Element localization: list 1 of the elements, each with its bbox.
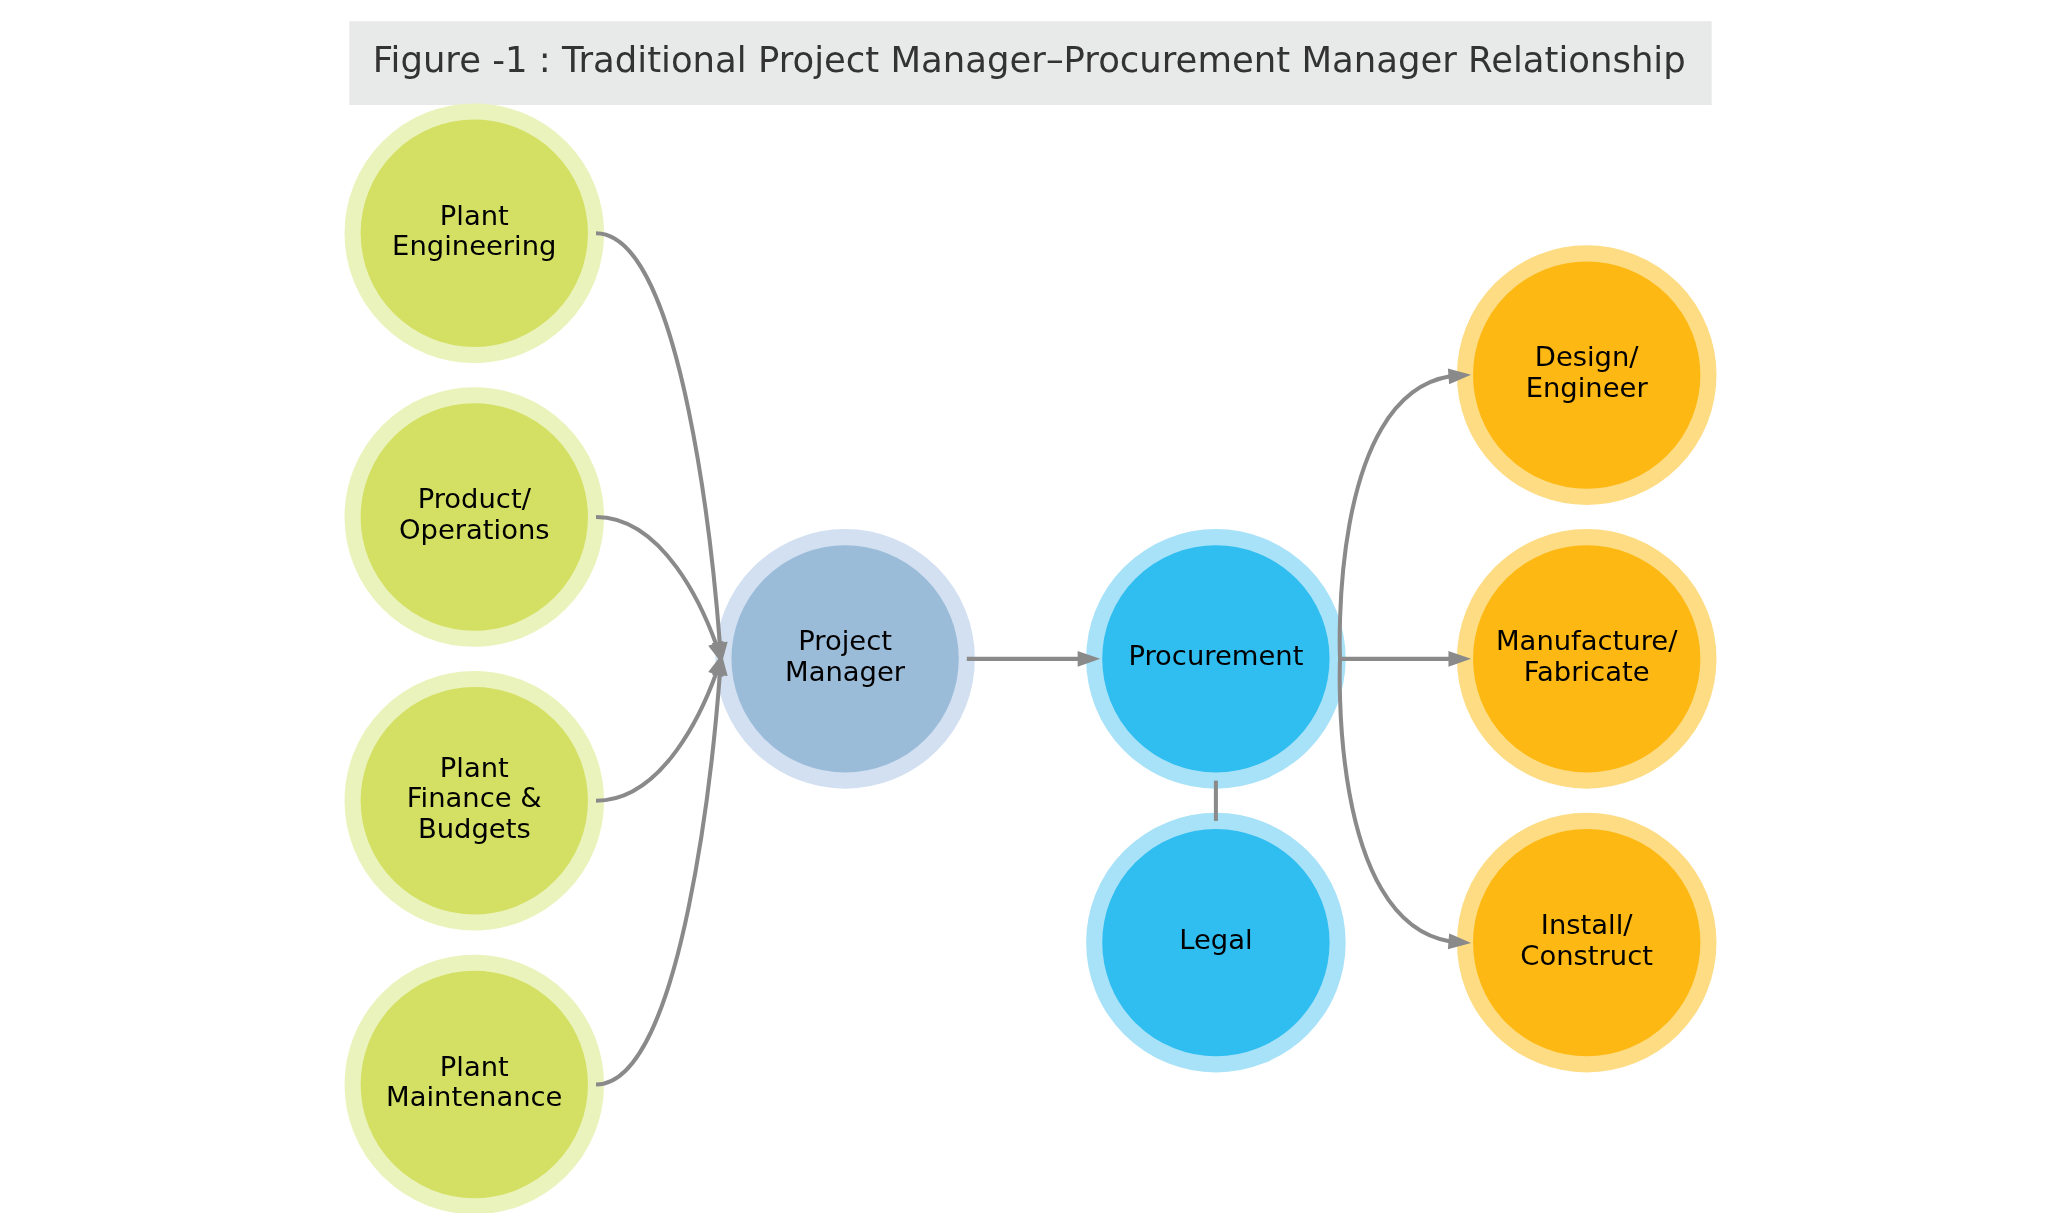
diagram-title: Figure -1 : Traditional Project Manager–Procurement Manager Relationship [372, 39, 1686, 81]
